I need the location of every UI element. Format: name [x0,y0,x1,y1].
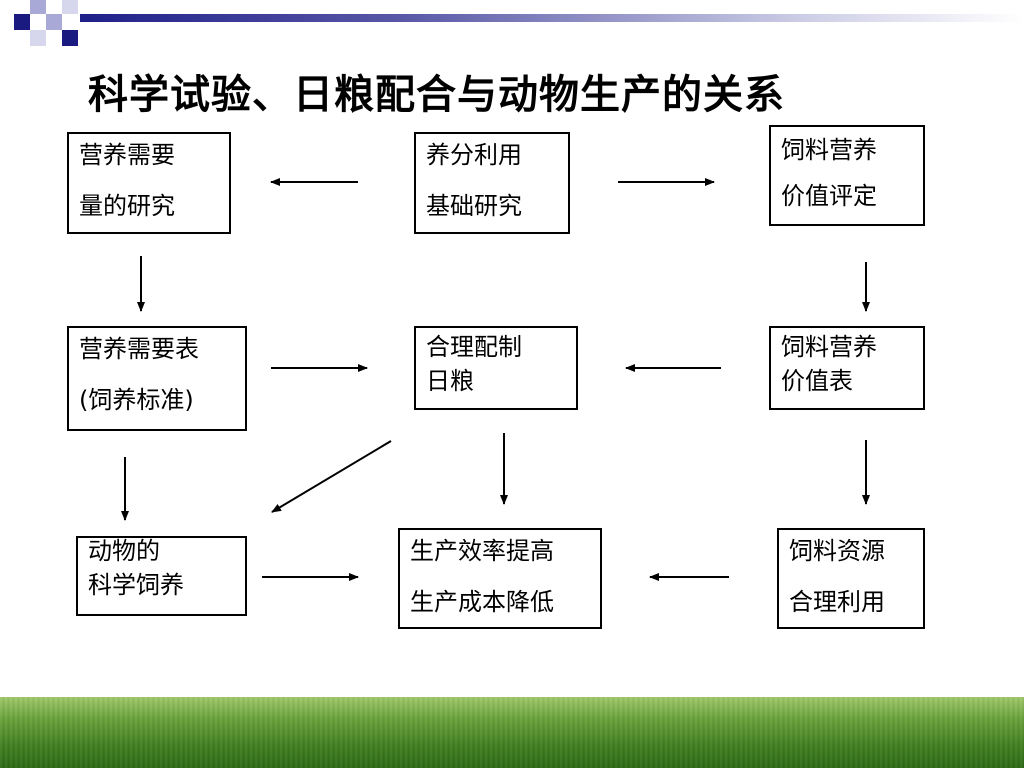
node-feed-resource-use: 饲料资源 合理利用 [777,528,925,629]
node-nutrient-requirement-research: 营养需要 量的研究 [67,132,231,234]
decor-square-3 [46,14,62,30]
node-feed-value-evaluation: 饲料营养 价值评定 [769,125,925,226]
decor-square-1 [14,14,30,30]
node-production-outcome: 生产效率提高 生产成本降低 [398,528,602,629]
arrow-ration-to-feeding [271,440,392,513]
decor-square-2 [30,0,46,14]
node-line: 价值评定 [781,182,877,210]
node-line: 养分利用 [426,141,522,169]
node-scientific-feeding: 动物的 科学饲养 [76,536,247,616]
node-line: 合理配制 [426,333,522,361]
node-line: (饲养标准) [79,386,194,414]
node-line: 生产效率提高 [410,537,554,565]
node-line: 饲料资源 [789,537,885,565]
node-line: 价值表 [781,367,853,395]
node-feed-value-table: 饲料营养 价值表 [769,326,925,410]
node-line: 科学饲养 [88,571,184,599]
node-ration-formulation: 合理配制 日粮 [414,326,578,410]
node-nutrient-utilization-basic: 养分利用 基础研究 [414,132,570,234]
grass-footer-image [0,697,1024,768]
header-banner [80,14,1024,22]
node-line: 营养需要表 [79,335,199,363]
decor-square-6 [62,30,78,46]
node-line: 生产成本降低 [410,588,554,616]
slide-title: 科学试验、日粮配合与动物生产的关系 [88,72,785,118]
node-line: 动物的 [88,537,160,565]
node-line: 饲料营养 [781,136,877,164]
node-line: 合理利用 [789,588,885,616]
node-nutrient-requirement-table: 营养需要表 (饲养标准) [67,326,247,431]
node-line: 饲料营养 [781,333,877,361]
decor-square-5 [62,0,78,14]
node-line: 量的研究 [79,192,175,220]
node-line: 基础研究 [426,192,522,220]
node-line: 营养需要 [79,141,175,169]
node-line: 日粮 [426,367,474,395]
decor-square-4 [30,30,46,46]
